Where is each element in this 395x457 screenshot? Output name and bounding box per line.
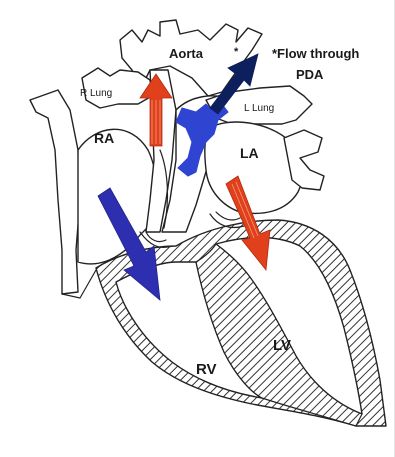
right-atrium	[78, 129, 157, 264]
tricuspid-valve	[140, 232, 172, 247]
aorta-label: Aorta	[169, 46, 204, 61]
ra-label: RA	[94, 130, 114, 146]
rv-label: RV	[196, 361, 217, 378]
flow-through-note: *Flow through	[272, 46, 359, 61]
lv-label: LV	[273, 337, 291, 354]
la-label: LA	[240, 145, 259, 161]
asterisk-mark: *	[234, 46, 239, 58]
r-lung-label: R Lung	[80, 88, 112, 99]
pda-label: PDA	[296, 67, 324, 82]
l-lung-label: L Lung	[244, 103, 274, 114]
superior-vena-cava	[30, 90, 80, 294]
left-atrium	[205, 122, 302, 213]
